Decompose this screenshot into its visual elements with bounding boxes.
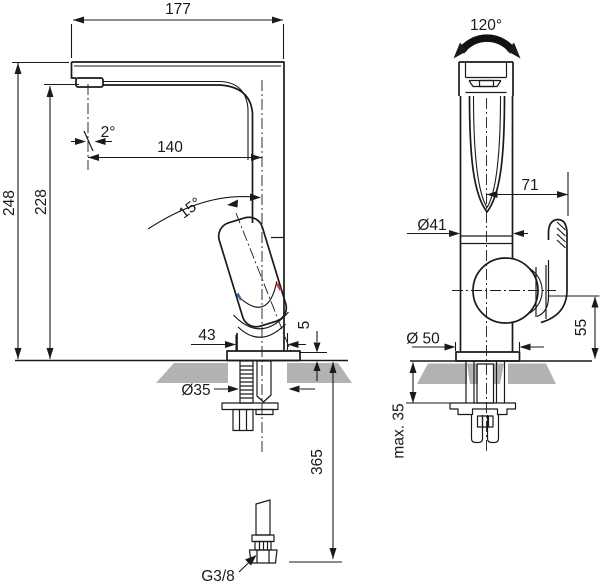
side-view: 177 248 228 2° 140 [1,1,352,585]
dim-hole-diameter: Ø35 [181,382,315,399]
spout-tilt-line [83,130,94,152]
dim-body-diameter-label: Ø41 [417,217,446,234]
handle-front [536,218,568,324]
handle-axis-centerline [235,212,292,353]
dim-base-plate-height-label: 5 [296,321,313,330]
dim-spout-height: 228 [33,83,79,359]
counter-section [156,363,352,383]
dim-hose-length-label: 365 [309,449,326,475]
dim-base-depth: 43 [191,327,306,350]
cold-indicator-tick [236,292,243,301]
mounting-assembly-side [221,360,279,432]
handle-side [217,216,288,328]
dim-max-deck-thickness: max. 35 [391,362,451,459]
mounting-assembly-front [449,361,517,444]
dim-handle-offset-label: 71 [521,177,538,194]
dim-body-diameter: Ø41 [407,217,528,237]
dim-total-width-label: 177 [165,1,191,18]
dim-handle-height-label: 55 [573,319,590,336]
dim-spout-reach: 140 [88,139,262,161]
dim-swivel-angle-label: 120° [470,17,502,34]
dim-handle-tilt-label: 15° [176,195,205,223]
counter-section-front [417,363,556,384]
thread-callout: G3/8 [201,555,257,585]
dim-handle-tilt: 15° [147,193,261,230]
dim-base-diameter-label: Ø 50 [406,331,440,348]
hot-indicator-tick [275,282,282,291]
dim-spout-angle-label: 2° [101,124,116,141]
thread-size-label: G3/8 [201,568,235,585]
dim-spout-height-label: 228 [33,189,50,215]
dim-base-diameter: Ø 50 [406,331,544,351]
dim-handle-offset: 71 [486,172,569,216]
swivel-arrow-icon [453,34,521,59]
dim-total-width: 177 [70,1,285,59]
dim-max-deck-thickness-label: max. 35 [391,403,408,458]
dim-hose-length: 365 [289,362,342,563]
dim-total-height-label: 248 [1,190,18,216]
faucet-front-outline [410,61,592,362]
dim-base-depth-label: 43 [198,327,215,344]
supply-hose-end [248,499,278,564]
dim-hole-diameter-label: Ø35 [181,382,210,399]
dim-total-height: 248 [1,61,69,359]
front-view: 120° 71 Ø41 Ø 50 55 [391,17,600,459]
dim-spout-angle: 2° [71,124,115,145]
dim-base-plate-height: 5 [296,321,327,381]
dim-handle-height: 55 [549,295,600,359]
dim-spout-reach-label: 140 [157,139,183,156]
